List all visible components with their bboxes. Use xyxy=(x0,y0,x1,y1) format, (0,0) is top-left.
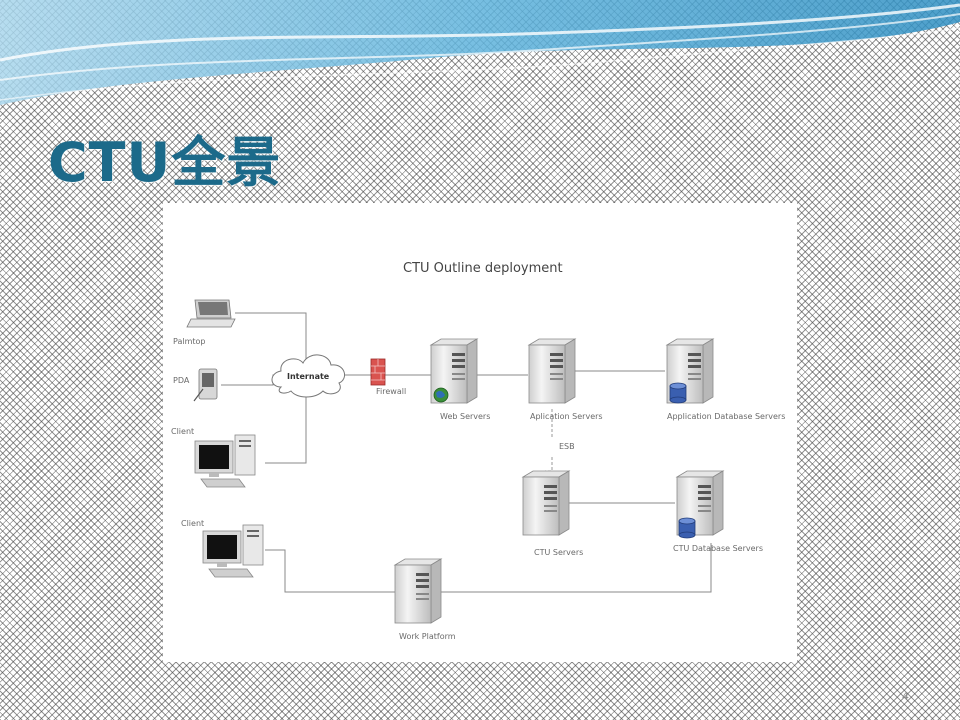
esb-label: ESB xyxy=(559,442,575,451)
ctu-servers-label: CTU Servers xyxy=(534,548,583,557)
cloud-icon xyxy=(271,354,346,398)
application-servers-label: Aplication Servers xyxy=(530,412,603,421)
firewall-icon xyxy=(370,358,386,386)
work-platform-label: Work Platform xyxy=(399,632,456,641)
database-icon xyxy=(678,517,696,539)
web-servers-label: Web Servers xyxy=(440,412,490,421)
page-number: 4 xyxy=(902,690,909,703)
pda-label: PDA xyxy=(173,376,190,385)
server-tower-icon xyxy=(394,558,442,624)
server-tower-icon xyxy=(522,470,570,536)
server-tower-icon xyxy=(528,338,576,404)
client-top-label: Client xyxy=(171,427,194,436)
internet-label: Internate xyxy=(287,372,330,381)
database-icon xyxy=(669,382,687,404)
desktop-computer-icon xyxy=(202,524,264,578)
desktop-computer-icon xyxy=(194,434,256,488)
slide-title: CTU全景 xyxy=(48,131,282,194)
globe-icon xyxy=(433,387,449,403)
header-wave-decoration xyxy=(0,0,960,105)
palmtop-label: Palmtop xyxy=(173,337,206,346)
laptop-icon xyxy=(186,299,236,328)
connection-lines xyxy=(221,312,712,593)
deployment-diagram: CTU Outline deployment Palmtop xyxy=(163,203,797,662)
client-bottom-label: Client xyxy=(181,519,204,528)
ctu-db-servers-label: CTU Database Servers xyxy=(673,544,763,553)
diagram-title: CTU Outline deployment xyxy=(403,261,563,276)
firewall-label: Firewall xyxy=(376,387,406,396)
pda-icon xyxy=(193,368,218,402)
application-db-servers-label: Application Database Servers xyxy=(667,412,785,421)
